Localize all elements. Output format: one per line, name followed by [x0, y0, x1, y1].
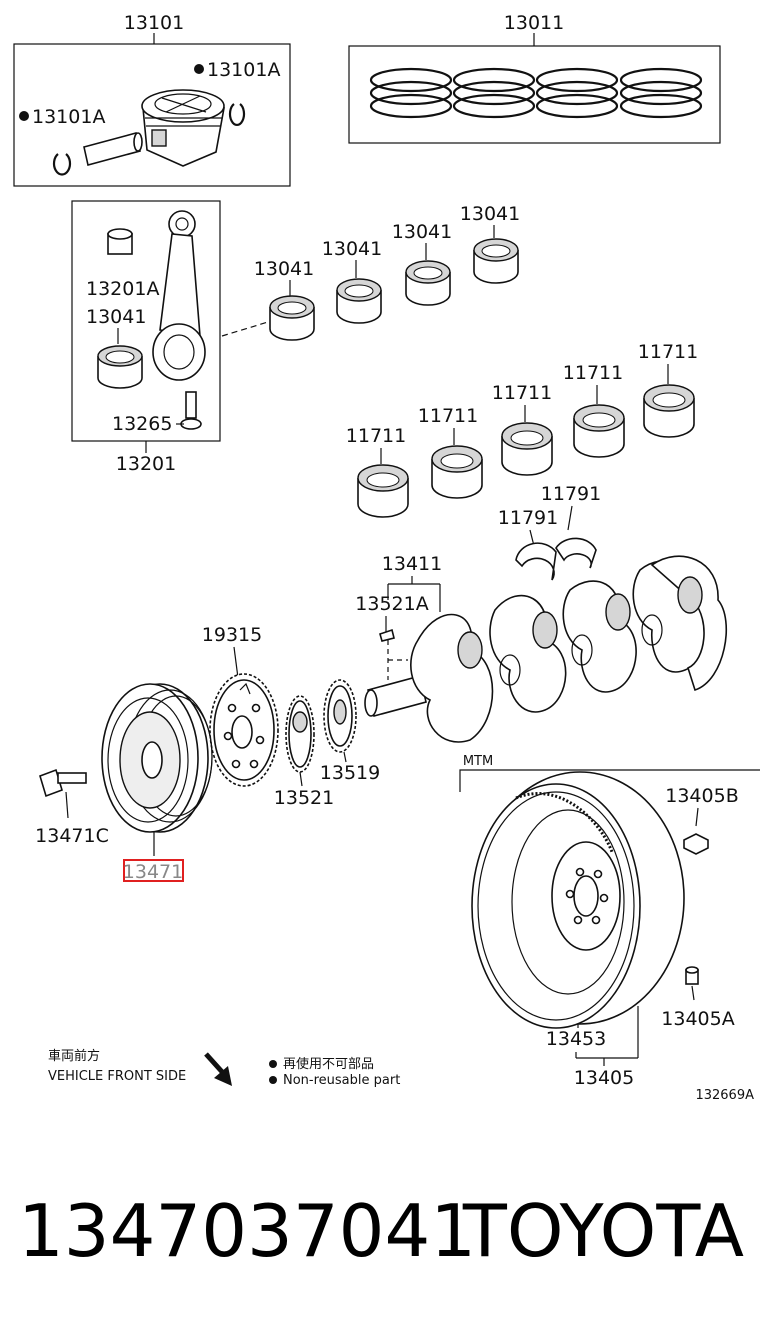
main-bearing-2: [431, 445, 483, 499]
rod-bearing: [97, 345, 143, 389]
label-key[interactable]: 13521A: [355, 593, 428, 615]
label-flywheel-bolt[interactable]: 13405B: [665, 785, 738, 807]
label-pulley[interactable]: 13471: [123, 861, 183, 883]
main-bearing-4: [573, 404, 625, 458]
label-thrust-washer-1[interactable]: 11791: [498, 507, 558, 529]
label-main-bearing-5[interactable]: 11711: [638, 341, 698, 363]
main-bearing-1: [357, 464, 409, 518]
label-bearing-13041-4[interactable]: 13041: [460, 203, 520, 225]
label-bearing-13041-2[interactable]: 13041: [322, 238, 382, 260]
footer-brand: TOYOTA: [462, 1189, 744, 1273]
piston-rings: [369, 67, 703, 119]
rod-bushing: [107, 228, 133, 255]
label-clip-left[interactable]: 13101A: [32, 106, 105, 128]
legend-front-jp: 車両前方: [48, 1048, 100, 1064]
bearing-13041-3: [405, 260, 451, 306]
bearing-13041-4: [473, 238, 519, 284]
piston-clip-left: [52, 153, 72, 176]
rod-bearings: 13041 13041 13041 13041: [254, 203, 520, 341]
front-arrow-icon: [204, 1052, 232, 1086]
label-ring-gear[interactable]: 13453: [546, 1028, 606, 1050]
bearing-13041-2: [336, 278, 382, 324]
piston-pin: [83, 132, 143, 166]
label-thrust-washer-2[interactable]: 11791: [541, 483, 601, 505]
legend: 車両前方 VEHICLE FRONT SIDE 再使用不可部品 Non-reus…: [48, 1048, 754, 1103]
label-rod-bearing[interactable]: 13041: [86, 306, 146, 328]
label-piston[interactable]: 13101: [124, 12, 184, 34]
label-flywheel-pin[interactable]: 13405A: [661, 1008, 734, 1030]
label-rod-bolt[interactable]: 13265: [112, 413, 172, 435]
label-bearing-13041-3[interactable]: 13041: [392, 221, 452, 243]
crank-pulley: 13471: [101, 683, 213, 883]
bearing-13041-1: [269, 295, 315, 341]
label-timing-sprocket[interactable]: 19315: [202, 624, 262, 646]
label-pulley-bolt[interactable]: 13471C: [35, 825, 109, 847]
label-mtm[interactable]: MTM: [463, 754, 493, 769]
main-bearing-3: [501, 422, 553, 476]
flywheel-group: MTM 13405B 13405A 13453 13405: [459, 754, 760, 1089]
piston-clip-right: [228, 103, 246, 127]
label-ring-set[interactable]: 13011: [504, 12, 564, 34]
label-main-bearing-2[interactable]: 11711: [418, 405, 478, 427]
crankshaft: 13411 13521A: [355, 553, 727, 743]
drawing-number: 132669A: [695, 1088, 754, 1103]
conn-rod-box: 13201 13201A 13041 13265: [71, 200, 221, 475]
label-clip-right[interactable]: 13101A: [207, 59, 280, 81]
piston: [141, 89, 225, 167]
conn-rod: [152, 210, 206, 430]
label-bearing-13041-1[interactable]: 13041: [254, 258, 314, 280]
label-gear-13521[interactable]: 13521: [274, 787, 334, 809]
label-gear-13519[interactable]: 13519: [320, 762, 380, 784]
legend-nonreusable-jp: 再使用不可部品: [283, 1056, 374, 1072]
thrust-washers: 11791 11791: [498, 483, 601, 581]
main-bearing-5: [643, 384, 695, 438]
timing-sprocket: 19315: [202, 624, 279, 787]
pulley-bolt: 13471C: [35, 768, 109, 847]
ring-set-box: 13011: [348, 12, 721, 144]
label-crankshaft[interactable]: 13411: [382, 553, 442, 575]
piston-box: 13101 13101A 13101A: [13, 12, 291, 187]
label-main-bearing-3[interactable]: 11711: [492, 382, 552, 404]
label-rod-bushing[interactable]: 13201A: [86, 278, 159, 300]
main-bearings: 11711 11711 11711 11711 11711: [346, 341, 698, 518]
pulley-highlight-box: [123, 859, 184, 882]
legend-nonreusable-en: Non-reusable part: [283, 1073, 400, 1088]
label-main-bearing-1[interactable]: 11711: [346, 425, 406, 447]
label-conn-rod[interactable]: 13201: [116, 453, 176, 475]
footer-part-number: 1347037041: [18, 1189, 476, 1273]
label-flywheel[interactable]: 13405: [574, 1067, 634, 1089]
gear-13519: 13519: [320, 679, 380, 784]
label-main-bearing-4[interactable]: 11711: [563, 362, 623, 384]
gear-13521: 13521: [274, 695, 334, 809]
legend-front-en: VEHICLE FRONT SIDE: [48, 1069, 186, 1084]
